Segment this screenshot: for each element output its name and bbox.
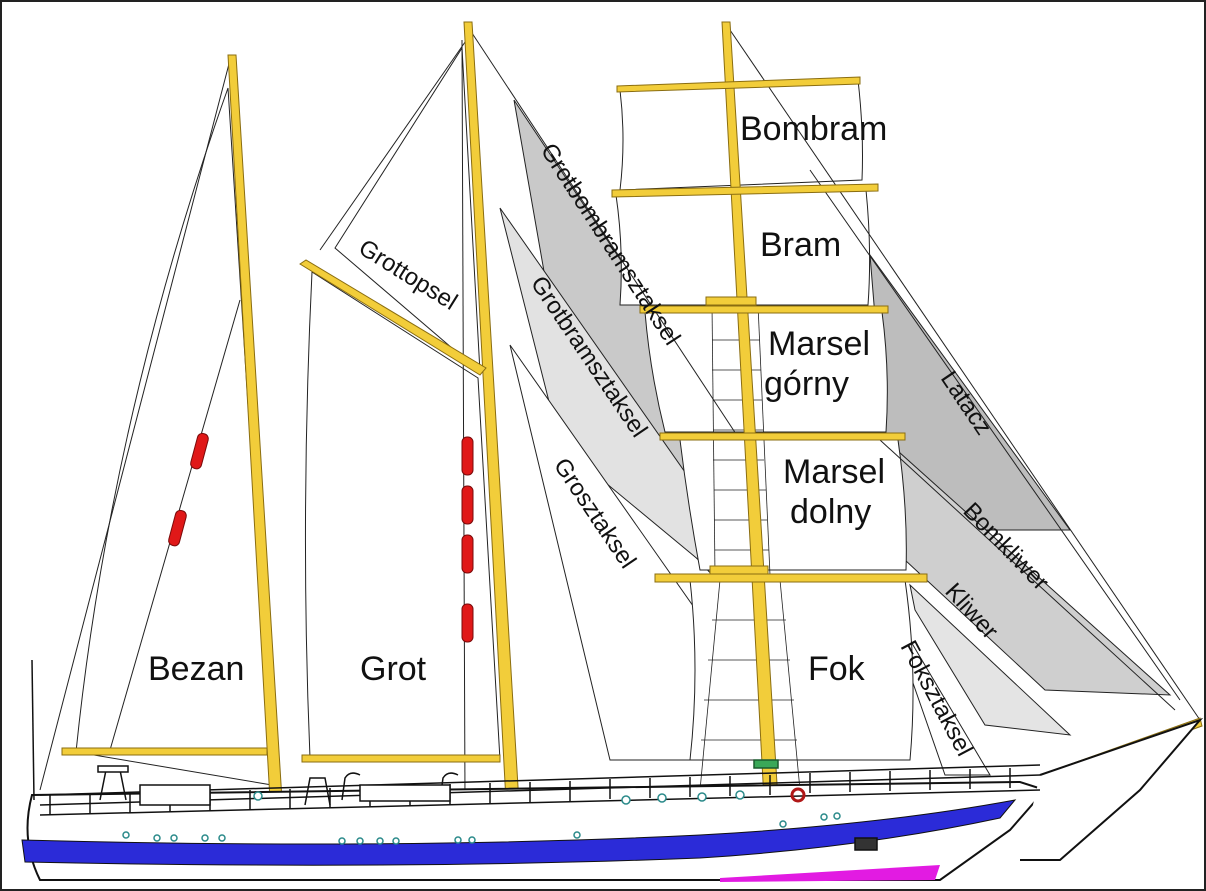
crosstrees [710,566,768,574]
yard-fok [655,574,927,582]
yard-grot-boom [302,755,500,762]
yard-bezan-boom [62,748,267,755]
label-fok: Fok [808,650,866,688]
label-marsel-dolny-line1: Marsel [783,453,885,491]
label-bombram: Bombram [740,110,887,148]
label-marsel-gorny-line2: górny [764,365,849,403]
sail-fok [690,580,913,760]
label-marsel-gorny-line1: Marsel [768,325,870,363]
label-bram: Bram [760,226,841,264]
yard-marsel-dolny [660,433,905,440]
label-bezan: Bezan [148,650,244,688]
label-grot: Grot [360,650,427,688]
label-marsel-dolny-line2: dolny [790,493,871,531]
yard-marsel-gorny [640,306,888,313]
top-platform [706,297,756,305]
